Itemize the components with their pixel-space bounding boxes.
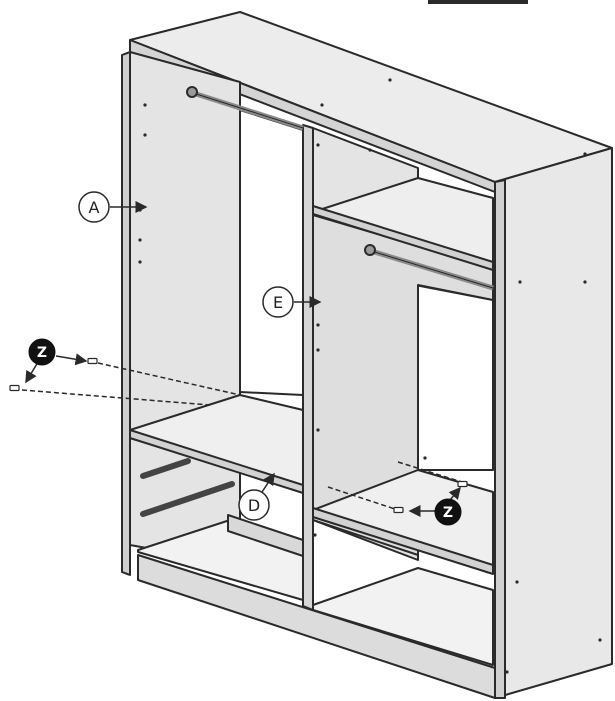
callout-a: A	[78, 191, 110, 223]
arrow-z-left-1	[55, 353, 88, 366]
dowel-rod-upper	[140, 458, 191, 479]
screw-icon	[457, 480, 468, 488]
hole-dot	[583, 152, 587, 156]
hole-dot	[505, 670, 509, 674]
hole-dot	[316, 428, 320, 432]
hole-dot	[583, 280, 587, 284]
guide-line-right-lower	[327, 486, 396, 510]
callout-circle-icon	[28, 338, 56, 366]
cropped-top-mark	[428, 0, 528, 4]
screw-icon	[9, 384, 20, 392]
hole-dot	[138, 260, 142, 264]
upper-right-shelf-edge	[312, 205, 494, 271]
hole-dot	[388, 78, 392, 82]
screw-icon	[393, 506, 404, 514]
callout-circle-icon	[238, 489, 270, 521]
callout-e: E	[262, 286, 294, 318]
hole-dot	[320, 103, 324, 107]
bottom-plinth	[137, 554, 496, 699]
hole-dot	[518, 280, 522, 284]
back-opening-left	[239, 109, 304, 396]
callout-z-right: Z	[434, 498, 462, 526]
hole-dot	[143, 103, 147, 107]
callout-arrows	[25, 201, 461, 517]
callout-circle-icon	[434, 498, 462, 526]
hole-dot	[423, 456, 427, 460]
hanging-rails	[186, 86, 494, 291]
screw-holes	[138, 78, 602, 674]
hole-dot	[313, 533, 317, 537]
hole-dot	[316, 348, 320, 352]
hole-dot	[143, 133, 147, 137]
guide-line-left-upper	[97, 362, 241, 396]
shelf-d-front-edge	[129, 429, 304, 494]
left-rail-end-icon	[186, 86, 198, 98]
callout-z-right-label: Z	[443, 505, 453, 521]
lower-inner-rail	[227, 514, 304, 557]
assembly-guide-lines	[21, 362, 463, 510]
hole-dot	[598, 638, 602, 642]
hole-dot	[515, 580, 519, 584]
right-hanging-rail-outline	[367, 249, 494, 289]
back-opening-right	[414, 284, 494, 471]
left-side-panel-front-edge	[121, 51, 131, 576]
right-rail-end-icon	[364, 244, 376, 256]
hole-dot	[368, 148, 372, 152]
lower-right-shelf-edge	[312, 507, 494, 575]
callout-d-label: D	[248, 496, 260, 515]
left-hanging-rail-outline	[189, 91, 304, 129]
callout-z-left-label: Z	[37, 345, 47, 361]
arrow-z-left-2	[25, 361, 39, 384]
arrow-z-right-2	[448, 486, 461, 501]
callout-d: D	[238, 489, 270, 521]
callout-circle-icon	[78, 191, 110, 223]
hole-dot	[138, 208, 142, 212]
callout-a-label: A	[89, 198, 100, 217]
callout-circle-icon	[262, 286, 294, 318]
right-side-panel	[494, 147, 613, 699]
screw-icon	[87, 357, 98, 365]
arrow-d	[261, 472, 275, 493]
bottom-right-inner	[312, 567, 494, 666]
hole-dot	[138, 238, 142, 242]
cabinet-body	[121, 11, 613, 699]
dowel-rods	[140, 458, 235, 517]
callout-z-left: Z	[28, 338, 56, 366]
middle-divider-panel	[302, 124, 314, 611]
right-side-panel-front-edge	[494, 179, 506, 699]
callout-e-label: E	[273, 293, 283, 312]
hole-dot	[316, 323, 320, 327]
hole-dot	[316, 143, 320, 147]
dowel-rod-lower	[140, 481, 235, 517]
screws	[9, 357, 468, 514]
guide-line-right-upper	[397, 461, 463, 483]
